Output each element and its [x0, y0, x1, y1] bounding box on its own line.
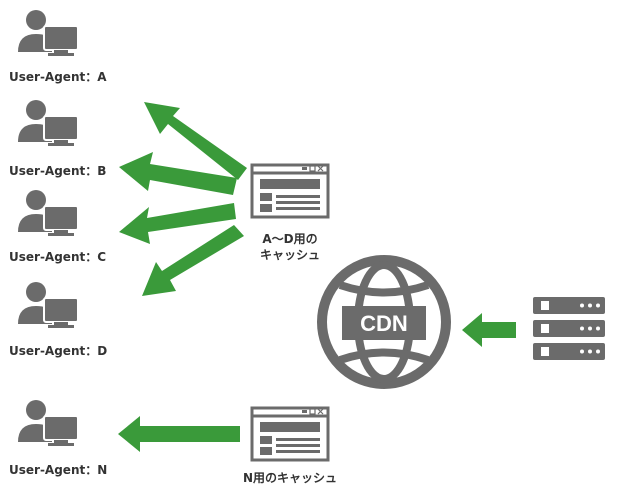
- user-agent-label-d: User-Agent：D: [9, 344, 108, 358]
- user-agent-label-c: User-Agent：C: [9, 250, 107, 264]
- browser-window-icon-n: [250, 406, 330, 462]
- user-computer-icon-a: [17, 9, 79, 57]
- cache-label-abcd-line1: A～D用の: [262, 232, 318, 246]
- arrow-group-abcd: [119, 102, 247, 296]
- user-agent-label-a: User-Agent：A: [9, 70, 107, 84]
- user-computer-icon-c: [17, 189, 79, 237]
- user-computer-icon-n: [17, 399, 79, 447]
- arrow-icon-to-d: [142, 225, 244, 296]
- arrow-icon-to-c: [119, 203, 236, 244]
- user-computer-icon-b: [17, 99, 79, 147]
- cdn-label-box: [342, 306, 426, 340]
- arrow-icon-to-a: [144, 102, 247, 180]
- user-agent-label-b: User-Agent：B: [9, 164, 107, 178]
- cdn-label: CDN: [360, 311, 408, 336]
- browser-window-icon-abcd: [250, 163, 330, 219]
- globe-icon: [317, 255, 451, 389]
- cache-label-n: N用のキャッシュ: [242, 471, 338, 485]
- user-computer-icon-d: [17, 281, 79, 329]
- arrow-icon-to-b: [119, 152, 237, 195]
- cache-label-abcd-line2: キャッシュ: [259, 248, 320, 262]
- arrow-icon-to-cdn: [462, 313, 516, 347]
- user-agent-label-n: User-Agent：N: [9, 463, 108, 477]
- arrow-icon-to-n: [118, 416, 240, 452]
- server-rack-icon: [533, 297, 605, 360]
